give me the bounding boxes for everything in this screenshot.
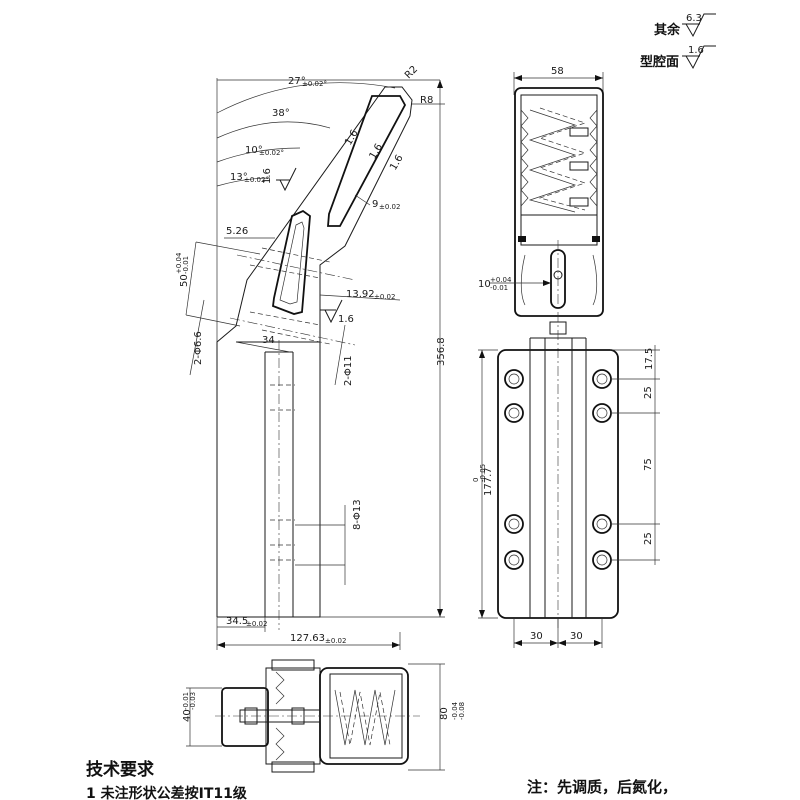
dim-80: 80	[439, 707, 450, 720]
dim-9: 9	[372, 199, 378, 210]
dim-80-tol-dn: -0.08	[458, 702, 466, 720]
dim-r2: R2	[403, 64, 420, 81]
dim-13-92: 13.92	[346, 289, 375, 300]
dim-25-a: 25	[643, 386, 654, 399]
side-view: 58 10 +0.04 -0.01	[472, 66, 660, 648]
dim-2-phi-6-6: 2-Φ6.6	[193, 331, 204, 365]
dim-2-phi-11: 2-Φ11	[343, 355, 354, 386]
dim-50-tol-dn: -0.01	[182, 256, 190, 274]
ra-b: 1.6	[388, 153, 405, 172]
dim-50: 50	[179, 274, 190, 287]
dim-9-tol: ±0.02	[379, 203, 400, 211]
dim-127-63: 127.63	[290, 633, 325, 644]
dim-127-63-tol: ±0.02	[325, 637, 346, 645]
roughness-symbol-icon	[682, 45, 716, 70]
roughness-cavity-value: 1.6	[688, 45, 704, 56]
notes: 技术要求 1 未注形状公差按IT11级 注：先调质，后氮化，	[86, 759, 677, 800]
dim-angle-10: 10°	[245, 145, 263, 156]
dim-177-7: 177.7	[483, 467, 494, 496]
heat-treatment-note: 注：先调质，后氮化，	[527, 778, 677, 796]
dim-75: 75	[643, 458, 654, 471]
dim-30-b: 30	[570, 631, 583, 642]
roughness-symbol-icon	[276, 167, 297, 192]
roughness-cavity-label: 型腔面	[640, 54, 679, 70]
roughness-other-label: 其余	[654, 22, 681, 38]
ra-slot: 1.6	[262, 168, 273, 184]
ra-c: 1.6	[338, 314, 354, 325]
dim-angle-38: 38°	[272, 108, 290, 119]
dim-177-7-tol-dn: -0.05	[479, 464, 487, 482]
dim-angle-10-tol: ±0.02°	[259, 149, 284, 157]
dim-angle-27: 27°	[288, 76, 306, 87]
bottom-view: 40 -0.01 -0.03 80 -0.04 -0.08	[182, 659, 466, 773]
dim-angle-27-tol: ±0.02°	[302, 80, 327, 88]
dim-17-5: 17.5	[644, 348, 655, 370]
dim-177-7-tol-up: 0	[472, 478, 480, 482]
dim-25-b: 25	[643, 532, 654, 545]
dim-356-8: 356.8	[436, 337, 447, 366]
dim-5-26: 5.26	[226, 226, 248, 237]
dim-40-tol-up: -0.01	[182, 692, 190, 710]
dim-50-tol-up: +0.04	[175, 252, 183, 274]
tech-requirement-1: 1 未注形状公差按IT11级	[86, 785, 248, 800]
roughness-symbol-icon	[320, 299, 343, 324]
dim-58: 58	[551, 66, 564, 77]
dim-34: 34	[262, 335, 275, 346]
dim-8-phi-13: 8-Φ13	[352, 499, 363, 530]
dim-40-tol-dn: -0.03	[189, 692, 197, 710]
tech-requirements-title: 技术要求	[86, 759, 154, 780]
dim-30-a: 30	[530, 631, 543, 642]
ra-d: 1.6	[368, 142, 385, 161]
dim-34-5: 34.5	[226, 616, 248, 627]
dim-40: 40	[182, 709, 193, 722]
dim-10: 10	[478, 279, 491, 290]
roughness-legend: 其余 6.3 型腔面 1.6	[640, 13, 716, 70]
dim-angle-13: 13°	[230, 172, 248, 183]
dim-80-tol-up: -0.04	[451, 701, 459, 720]
ra-a: 1.6	[343, 128, 360, 147]
dim-10-tol-dn: -0.01	[490, 284, 508, 292]
front-view: 27° ±0.02° 38° 10° ±0.02° 13° ±0.02° R2 …	[175, 64, 447, 650]
roughness-symbol-icon	[682, 13, 716, 38]
dim-angle-13-tol: ±0.02°	[244, 176, 269, 184]
dim-34-5-tol: ±0.02	[246, 620, 267, 628]
dim-r8: R8	[420, 95, 433, 106]
dim-10-tol-up: +0.04	[490, 276, 512, 284]
roughness-other-value: 6.3	[686, 13, 702, 24]
dim-13-92-tol: ±0.02	[374, 293, 395, 301]
